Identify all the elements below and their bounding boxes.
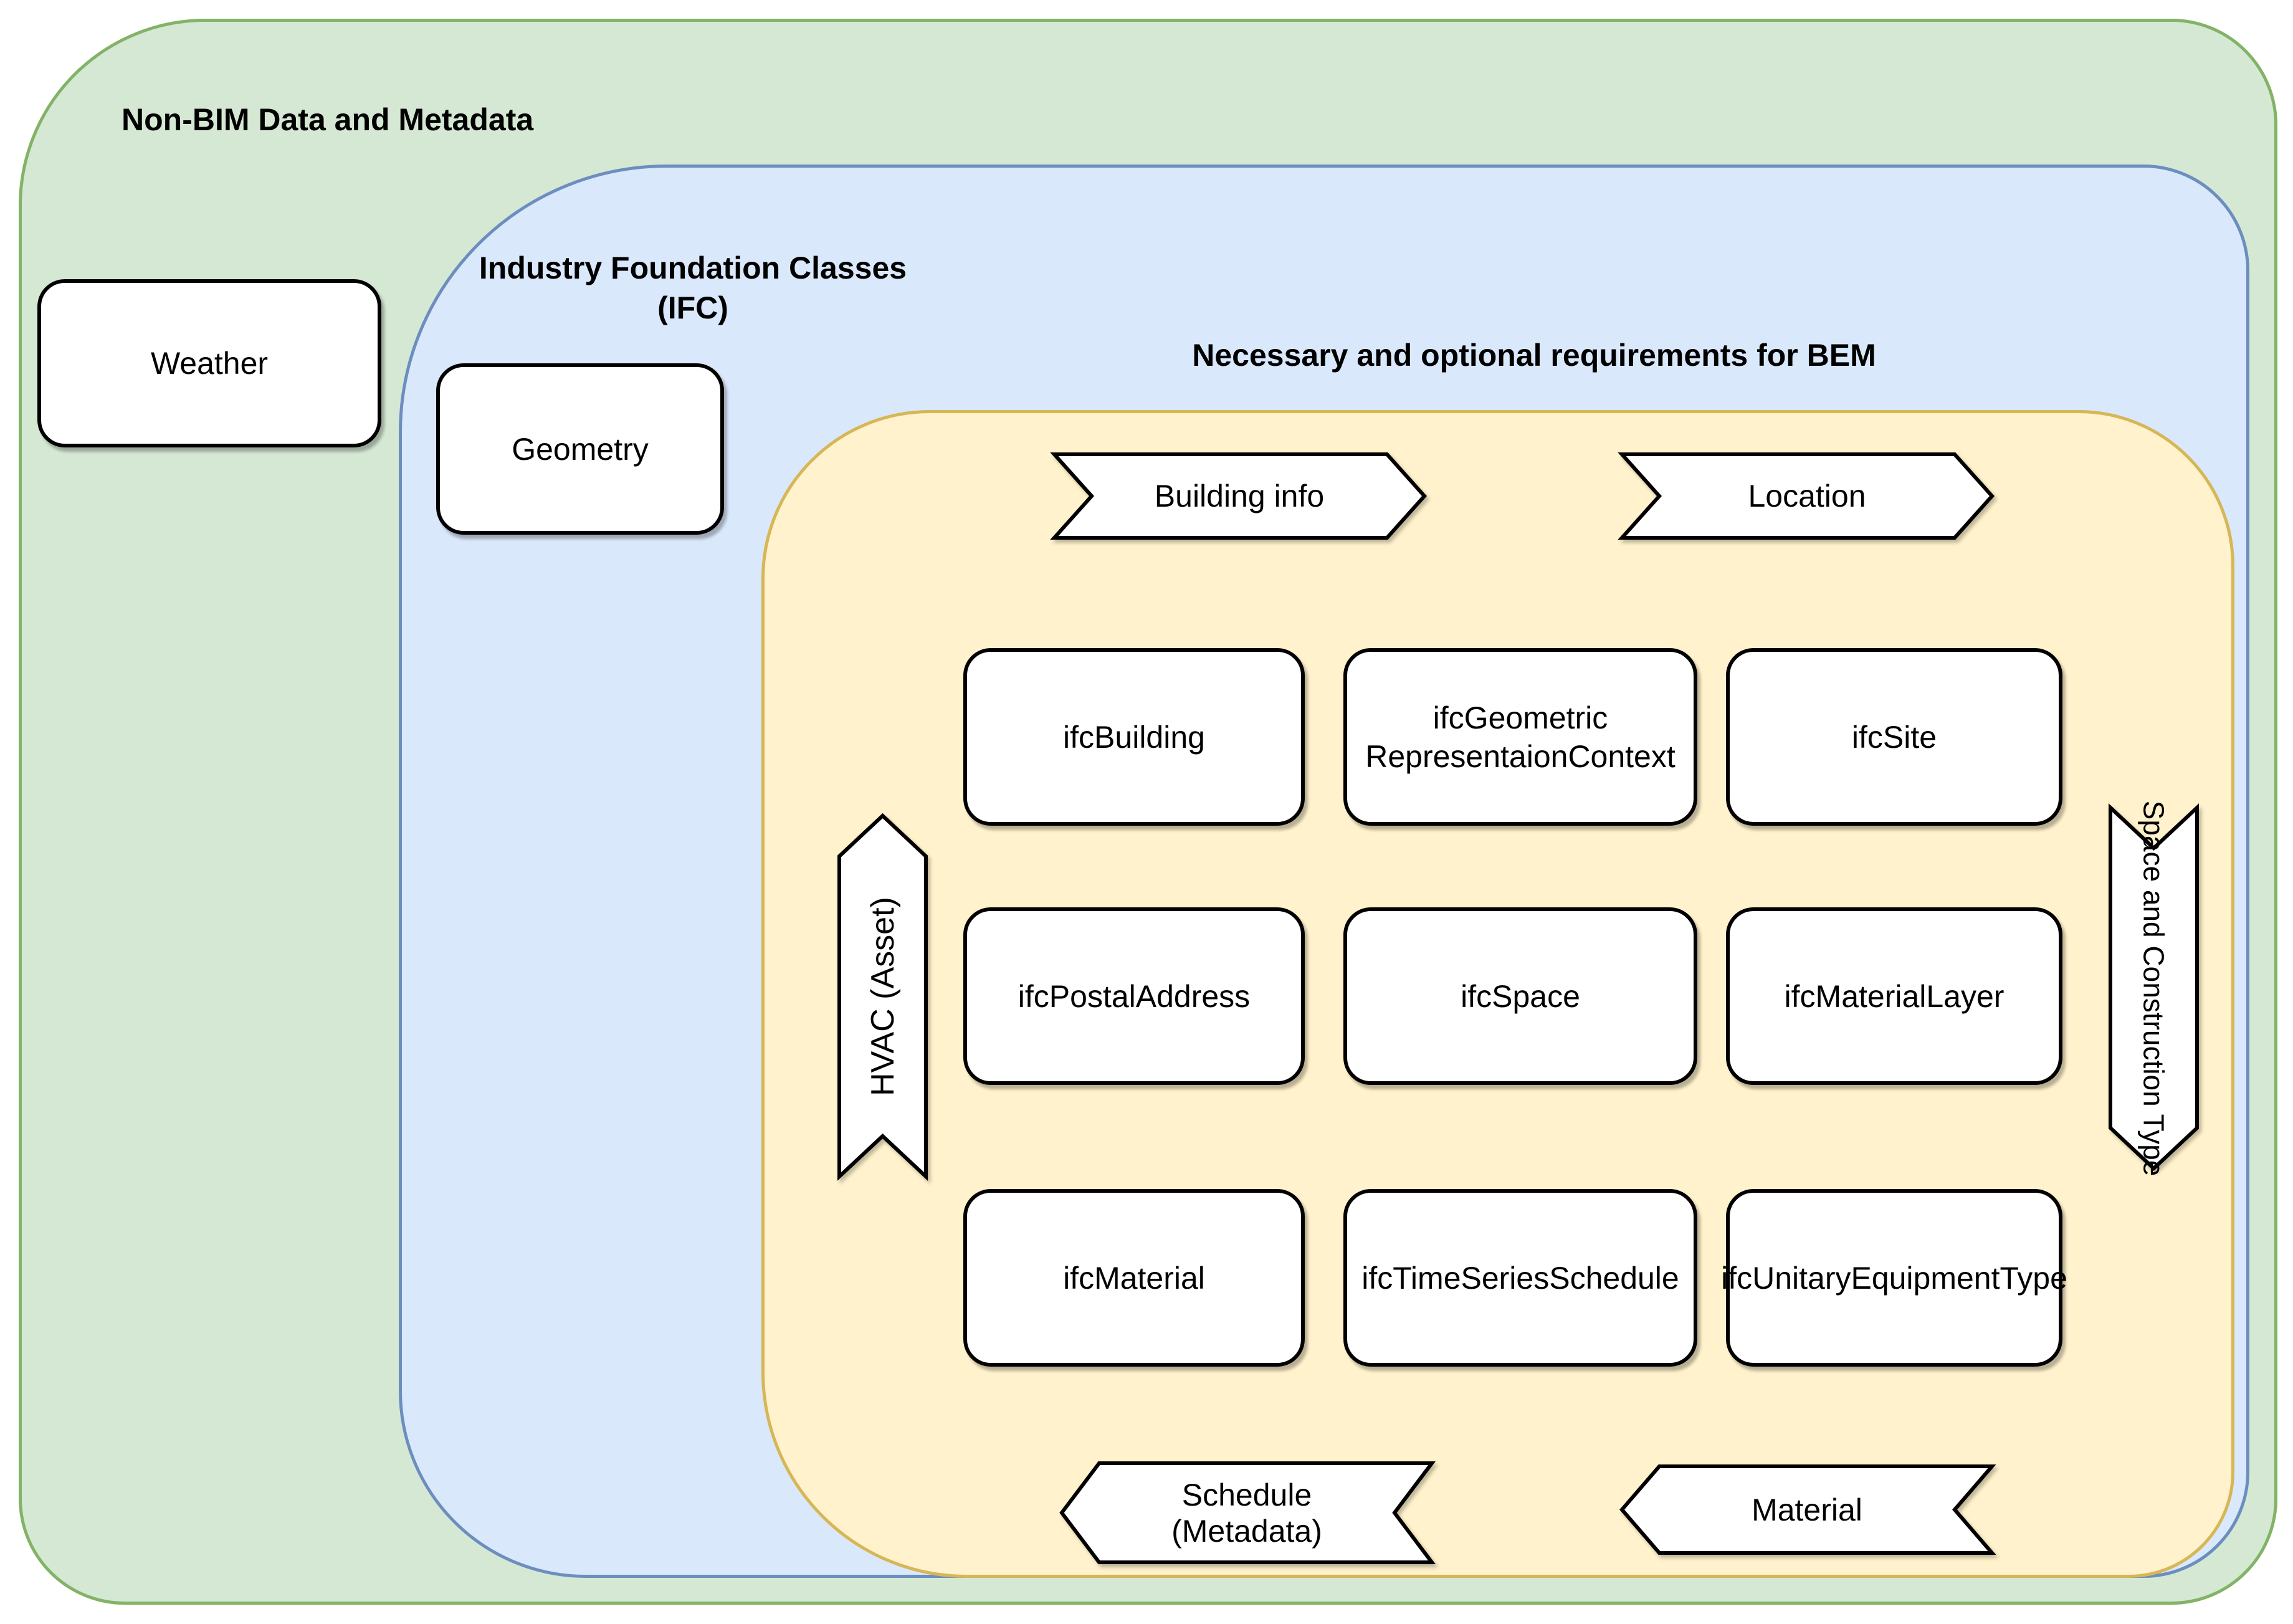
node-ifcmaterial-label: ifcMaterial <box>1063 1260 1205 1296</box>
node-ifcmateriallayer-label: ifcMaterialLayer <box>1784 978 2005 1014</box>
banner-location-label: Location <box>1748 479 1866 513</box>
left-arrow-shape <box>1619 1464 1996 1555</box>
right-arrow-shape <box>1050 452 1428 540</box>
banner-hvac-asset-label: HVAC (Asset) <box>864 896 901 1096</box>
node-weather: Weather <box>37 279 381 447</box>
banner-building-info-label: Building info <box>1154 479 1325 513</box>
node-ifcsite-label: ifcSite <box>1851 719 1937 755</box>
banner-schedule-metadata-label: Schedule (Metadata) <box>1171 1477 1322 1549</box>
node-ifcunitaryequipmenttype: ifcUnitaryEquipmentType <box>1721 1189 2067 1367</box>
title-ifc: Industry Foundation Classes (IFC) <box>479 251 907 325</box>
banner-hvac-asset: HVAC (Asset) <box>837 813 928 1181</box>
node-ifcspace-label: ifcSpace <box>1461 978 1580 1014</box>
node-ifcpostaladdress: ifcPostalAddress <box>963 907 1305 1085</box>
title-bem-requirements: Necessary and optional requirements for … <box>1192 338 1876 373</box>
node-ifctimeseriesschedule-label: ifcTimeSeriesSchedule <box>1361 1260 1679 1296</box>
node-weather-label: Weather <box>150 346 269 381</box>
node-ifcgeometricrepresentaioncontext: ifcGeometric RepresentaionContext <box>1343 648 1697 826</box>
node-ifcsite: ifcSite <box>1726 648 2062 826</box>
banner-space-and-construction-type: Space and Construction Type <box>2109 800 2199 1176</box>
node-ifcpostaladdress-label: ifcPostalAddress <box>1018 978 1251 1014</box>
banner-location: Location <box>1618 452 1995 540</box>
node-ifcbuilding: ifcBuilding <box>963 648 1305 826</box>
node-ifcbuilding-label: ifcBuilding <box>1063 719 1205 755</box>
title-non-bim-data: Non-BIM Data and Metadata <box>122 102 534 137</box>
node-geometry-label: Geometry <box>512 431 649 467</box>
banner-material-label: Material <box>1752 1492 1862 1527</box>
banner-building-info: Building info <box>1050 452 1428 540</box>
banner-schedule-metadata: Schedule (Metadata) <box>1059 1461 1436 1564</box>
node-ifctimeseriesschedule: ifcTimeSeriesSchedule <box>1343 1189 1697 1367</box>
node-ifcunitaryequipmenttype-label: ifcUnitaryEquipmentType <box>1721 1260 2067 1296</box>
banner-material: Material <box>1619 1464 1996 1555</box>
node-ifcmaterial: ifcMaterial <box>963 1189 1305 1367</box>
down-arrow-shape <box>2109 803 2199 1172</box>
banner-space-and-construction-type-label: Space and Construction Type <box>2137 800 2170 1176</box>
left-arrow-shape <box>1059 1461 1436 1564</box>
node-ifcspace: ifcSpace <box>1343 907 1697 1085</box>
right-arrow-shape <box>1618 452 1995 540</box>
node-geometry: Geometry <box>436 363 724 535</box>
node-ifcmateriallayer: ifcMaterialLayer <box>1726 907 2062 1085</box>
node-ifcgeometricrepresentaioncontext-label: ifcGeometric RepresentaionContext <box>1365 700 1676 774</box>
up-arrow-shape <box>837 813 928 1181</box>
